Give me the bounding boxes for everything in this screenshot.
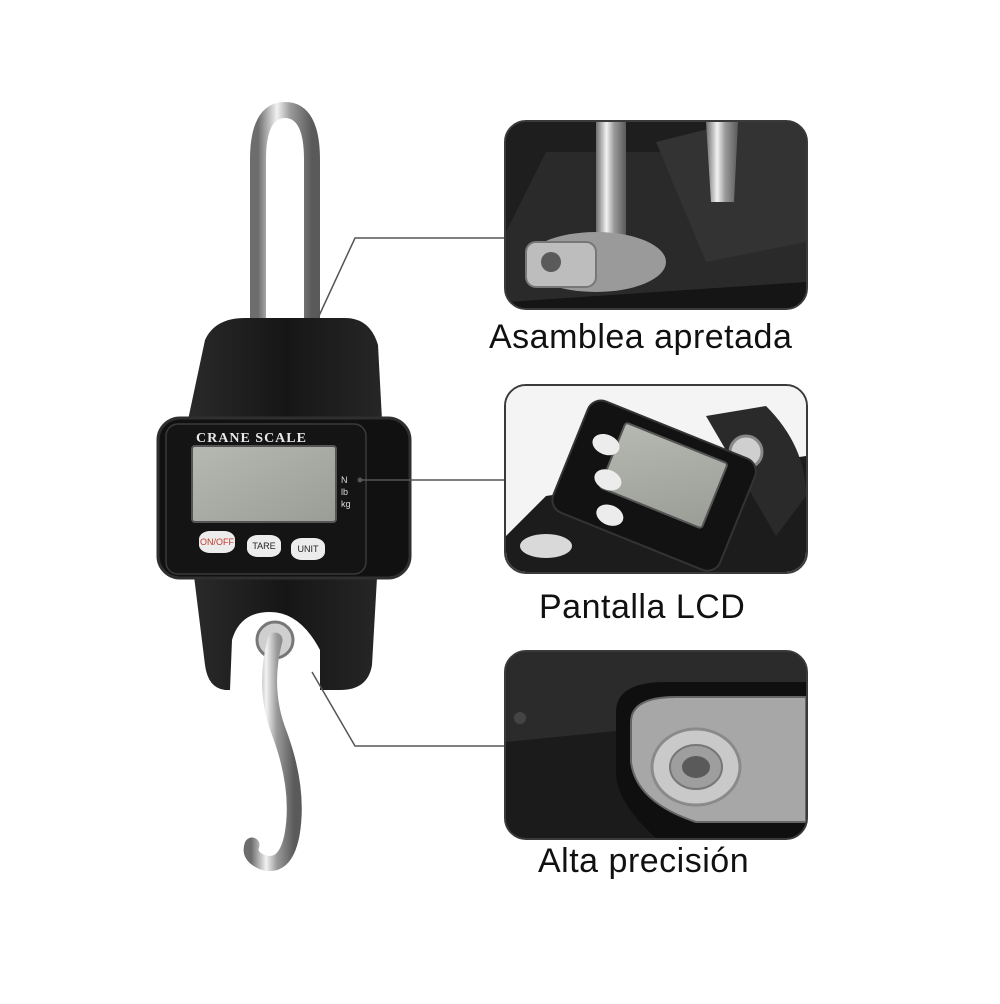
lcd-screen (191, 445, 337, 523)
unit-button[interactable]: UNIT (291, 538, 325, 560)
caption-precision: Alta precisión (538, 842, 750, 880)
assembly-closeup-image (506, 122, 806, 308)
lcd-closeup-image (506, 386, 806, 572)
callout-lines (311, 237, 508, 747)
on-off-button[interactable]: ON/OFF (199, 531, 235, 553)
scale-body-bottom (192, 560, 378, 690)
scale-body-top (188, 318, 382, 420)
detail-panel-precision (504, 650, 808, 840)
caption-pantalla: Pantalla LCD (539, 588, 746, 626)
precision-closeup-image (506, 652, 806, 838)
unit-kg-label: kg (341, 499, 351, 509)
unit-n-label: N (341, 475, 348, 485)
detail-panel-lcd (504, 384, 808, 574)
bottom-hook (243, 620, 302, 871)
unit-lb-label: lb (341, 487, 349, 497)
tare-button[interactable]: TARE (247, 535, 281, 557)
unit-indicators: N lb kg (341, 474, 351, 510)
caption-asamblea: Asamblea apretada (489, 318, 793, 356)
brand-label: CRANE SCALE (196, 431, 307, 446)
detail-panel-assembly (504, 120, 808, 310)
